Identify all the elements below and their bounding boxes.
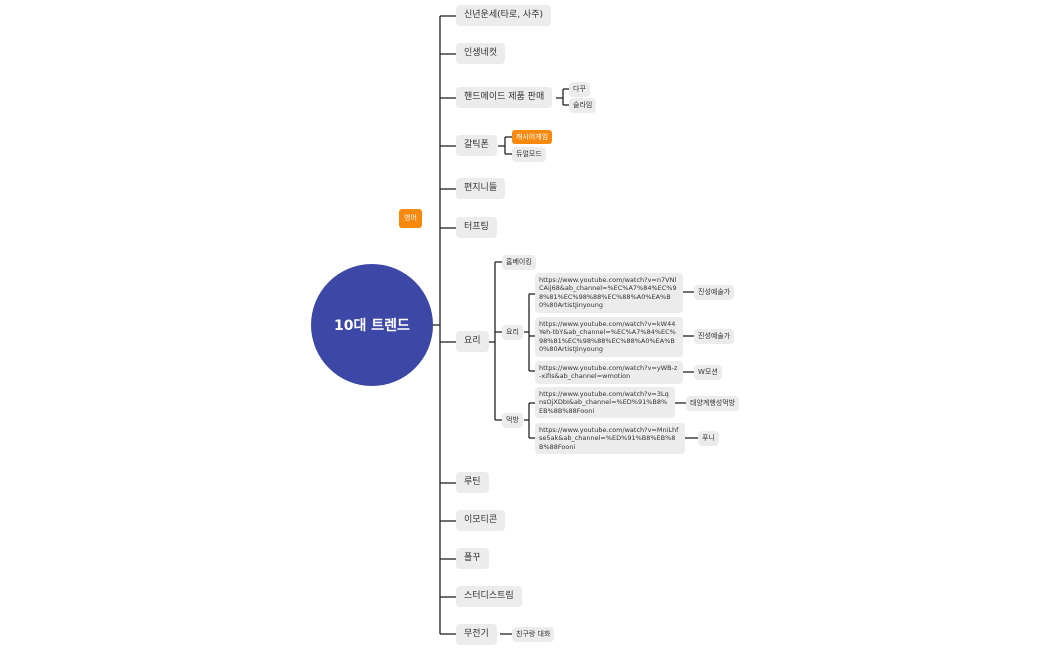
branch-study-stream[interactable]: 스터디스트림 [456,586,522,607]
branch-cooking[interactable]: 요리 [456,331,489,352]
channel-label[interactable]: 푸니 [698,431,719,446]
branch-walkie-talkie[interactable]: 무전기 [456,624,497,645]
floating-tag-label: 영어 [404,214,417,222]
child-dual-mode[interactable]: 듀얼모드 [512,147,546,162]
branch-emoticon[interactable]: 이모티콘 [456,510,506,531]
branch-handmade[interactable]: 핸드메이드 제품 판매 [456,87,553,108]
branch-tufting[interactable]: 터프팅 [456,217,497,238]
child-diary-deco[interactable]: 다꾸 [569,82,590,97]
branch-phone-deco[interactable]: 폴꾸 [456,548,489,569]
child-chat-with-friend[interactable]: 친구랑 대화 [512,627,555,642]
branch-fortune[interactable]: 신년운세(타로, 사주) [456,5,551,26]
url-node[interactable]: https://www.youtube.com/watch?v=n7VNlCAi… [535,273,683,313]
child-cashier-game[interactable]: 캐시어게임 [512,130,552,144]
url-node[interactable]: https://www.youtube.com/watch?v=MniLhfse… [535,423,685,455]
url-node[interactable]: https://www.youtube.com/watch?v=yWB-z-xi… [535,361,683,384]
child-home-baking[interactable]: 홈베이킹 [502,255,536,270]
url-node[interactable]: https://www.youtube.com/watch?v=3LqnsOjX… [535,387,675,419]
child-cooking-sub[interactable]: 요리 [502,325,523,340]
branch-photo-booth[interactable]: 인생네컷 [456,43,506,64]
root-label: 10대 트렌드 [334,318,410,334]
floating-tag[interactable]: 영어 [399,209,422,228]
child-slime[interactable]: 슬라임 [569,98,597,113]
channel-label[interactable]: 진성예술가 [694,285,735,300]
child-mukbang[interactable]: 먹방 [502,413,523,428]
branch-gartic-phone[interactable]: 갈틱폰 [456,135,497,156]
url-node[interactable]: https://www.youtube.com/watch?v=kW44Yeh-… [535,317,683,357]
branch-routine[interactable]: 루틴 [456,472,489,493]
channel-label[interactable]: 태양계행성먹방 [686,396,740,411]
branch-letter[interactable]: 편지니들 [456,178,506,199]
channel-label[interactable]: W모션 [694,365,722,380]
root-node[interactable]: 10대 트렌드 [311,264,433,386]
channel-label[interactable]: 진성예술가 [694,329,735,344]
